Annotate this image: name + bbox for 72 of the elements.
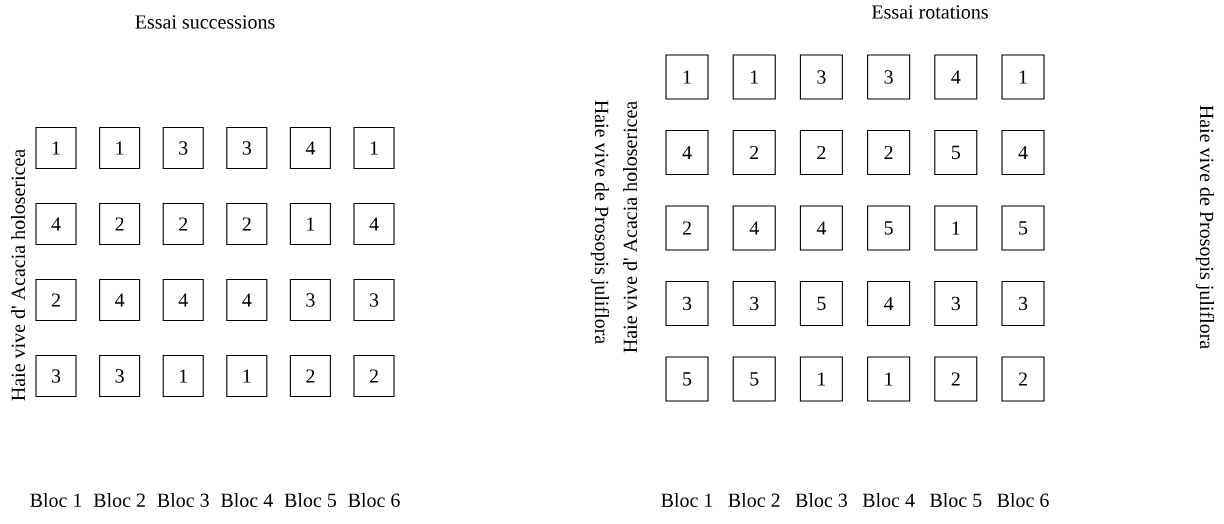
column-label: Bloc 3 — [157, 492, 209, 507]
plot-box: 2 — [799, 129, 843, 176]
plot-box: 1 — [732, 54, 776, 100]
column-label: Bloc 1 — [30, 492, 82, 507]
column-label: Bloc 1 — [661, 492, 713, 507]
column-label: Bloc 5 — [930, 492, 982, 507]
plot-box: 2 — [226, 202, 268, 246]
column-label: Bloc 2 — [728, 492, 780, 507]
plot-box: 4 — [799, 205, 843, 251]
plot-box: 1 — [1001, 54, 1045, 100]
plot-box: 3 — [353, 278, 395, 322]
column-label: Bloc 5 — [284, 492, 336, 507]
column-label: Bloc 3 — [795, 492, 847, 507]
plot-box: 4 — [353, 202, 395, 246]
plot-box: 4 — [289, 126, 331, 170]
plot-box: 2 — [162, 202, 204, 246]
plot-box: 3 — [1001, 280, 1045, 327]
plot-box: 5 — [732, 356, 776, 402]
plot-box: 1 — [289, 202, 331, 246]
plot-box: 3 — [226, 126, 268, 170]
plot-box: 1 — [934, 205, 978, 251]
plot-box: 1 — [35, 126, 77, 170]
column-label: Bloc 4 — [862, 492, 915, 507]
plot-box: 3 — [289, 278, 331, 322]
plot-box: 3 — [799, 54, 843, 100]
plot-box: 2 — [934, 356, 978, 402]
column-label: Bloc 2 — [93, 492, 145, 507]
plot-box: 1 — [799, 356, 843, 402]
side-label: Haie vive d' Acacia holosericea — [622, 101, 638, 353]
title: Essai rotations — [872, 5, 988, 19]
plot-box: 4 — [162, 278, 204, 322]
plot-box: 4 — [1001, 129, 1045, 176]
plot-box: 3 — [934, 280, 978, 327]
plot-box: 4 — [99, 278, 141, 322]
plot-box: 1 — [867, 356, 911, 402]
plot-box: 1 — [99, 126, 141, 170]
plot-box: 3 — [867, 54, 911, 100]
plot-box: 3 — [99, 354, 141, 398]
title: Essai successions — [135, 15, 275, 29]
plot-box: 1 — [162, 354, 204, 398]
plot-box: 4 — [226, 278, 268, 322]
plot-box: 2 — [1001, 356, 1045, 402]
side-label: Haie vive de Prosopis juliflora — [590, 100, 610, 344]
plot-box: 5 — [799, 280, 843, 327]
plot-box: 3 — [35, 354, 77, 398]
plot-box: 5 — [934, 129, 978, 176]
plot-box: 1 — [353, 126, 395, 170]
plot-box: 4 — [867, 280, 911, 327]
column-label: Bloc 6 — [997, 492, 1049, 507]
plot-box: 4 — [35, 202, 77, 246]
plot-box: 4 — [665, 129, 709, 176]
plot-box: 3 — [665, 280, 709, 327]
plot-box: 2 — [99, 202, 141, 246]
plot-box: 2 — [289, 354, 331, 398]
side-label: Haie vive de Prosopis juliflora — [1195, 105, 1215, 349]
plot-box: 1 — [665, 54, 709, 100]
plot-box: 5 — [1001, 205, 1045, 251]
plot-box: 2 — [35, 278, 77, 322]
side-label: Haie vive d' Acacia holosericea — [10, 149, 26, 401]
plot-box: 2 — [732, 129, 776, 176]
plot-box: 1 — [226, 354, 268, 398]
plot-box: 4 — [934, 54, 978, 100]
column-label: Bloc 6 — [348, 492, 400, 507]
plot-box: 2 — [353, 354, 395, 398]
plot-box: 5 — [665, 356, 709, 402]
plot-box: 3 — [732, 280, 776, 327]
plot-box: 3 — [162, 126, 204, 170]
column-label: Bloc 4 — [221, 492, 273, 507]
plot-box: 2 — [867, 129, 911, 176]
plot-box: 4 — [732, 205, 776, 251]
plot-box: 2 — [665, 205, 709, 251]
plot-box: 5 — [867, 205, 911, 251]
